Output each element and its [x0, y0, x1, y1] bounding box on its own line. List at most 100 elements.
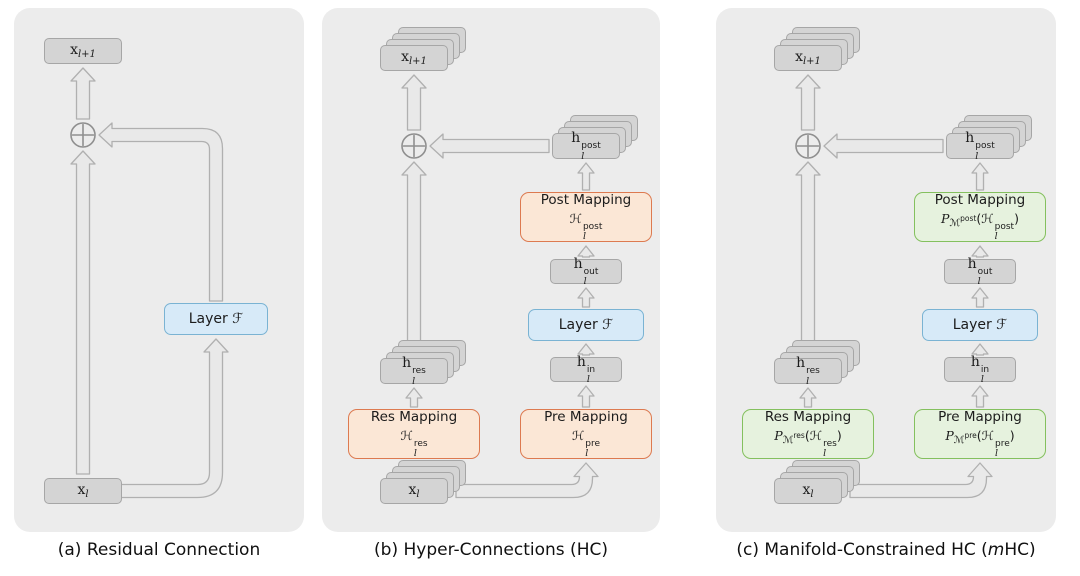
arrow-hout-to-postmap — [971, 245, 989, 258]
stack-front: xl+1 — [380, 45, 448, 71]
tensor-stack-input: xl — [380, 460, 466, 504]
arrow-input-to-premap — [849, 462, 993, 499]
label-x-next: xl+1 — [70, 42, 96, 60]
layer-label: Layer ℱ — [952, 317, 1008, 333]
layer-box: Layer ℱ — [528, 309, 644, 341]
sum-icon — [70, 122, 96, 148]
arrow-postmap-to-hpost — [971, 162, 989, 191]
arrow-sum-to-output — [70, 67, 96, 120]
tensor-stack-input: xl — [774, 460, 860, 504]
pre-mapping-title: Pre Mapping — [544, 409, 628, 426]
arrow-hin-to-layer — [971, 343, 989, 356]
arrow-input-to-layer — [119, 338, 229, 499]
arrow-identity-path — [70, 150, 96, 475]
stack-front: xl+1 — [774, 45, 842, 71]
caption-b: (b) Hyper-Connections (HC) — [322, 540, 660, 560]
arrow-sum-to-output — [795, 74, 821, 131]
arrow-hout-to-postmap — [577, 245, 595, 258]
node-output: xl+1 — [44, 38, 122, 64]
tensor-stack-output: xl+1 — [380, 27, 466, 71]
arrow-resmap-to-hres — [799, 387, 817, 408]
arrow-post-to-sum — [429, 133, 550, 159]
caption-c-suffix: HC) — [1004, 540, 1036, 560]
caption-c-emph: m — [987, 540, 1005, 560]
arrow-res-to-sum — [795, 161, 821, 355]
label-x-in: xl — [408, 482, 420, 500]
layer-box: Layer ℱ — [164, 303, 268, 335]
arrow-hin-to-layer — [577, 343, 595, 356]
pre-mapping-title: Pre Mapping — [938, 409, 1022, 426]
layer-label: Layer ℱ — [558, 317, 614, 333]
stack-front: xl — [380, 478, 448, 504]
arrow-sum-to-output — [401, 74, 427, 131]
arrows-layer-b — [401, 74, 599, 499]
arrow-premap-to-hin — [971, 385, 989, 408]
arrow-post-to-sum — [823, 133, 944, 159]
caption-b-text: (b) Hyper-Connections (HC) — [374, 540, 608, 560]
sum-icon — [401, 133, 427, 159]
arrow-layer-to-hout — [577, 287, 595, 308]
post-mapping-title: Post Mapping — [934, 192, 1026, 209]
arrow-res-to-sum — [401, 161, 427, 355]
arrow-layer-to-sum — [98, 122, 224, 302]
sum-icon — [795, 133, 821, 159]
node-input: xl — [44, 478, 122, 504]
arrow-layer-to-hout — [971, 287, 989, 308]
panel-residual-connection: xl+1 Layer ℱ xl — [14, 8, 304, 532]
label-x-in: xl — [802, 482, 814, 500]
post-mapping-title: Post Mapping — [540, 192, 632, 209]
label-x-next: xl+1 — [401, 49, 427, 67]
tensor-stack-output: xl+1 — [774, 27, 860, 71]
arrow-postmap-to-hpost — [577, 162, 595, 191]
res-mapping-title: Res Mapping — [370, 409, 458, 426]
caption-c-text: (c) Manifold-Constrained HC ( — [736, 540, 988, 560]
caption-a: (a) Residual Connection — [14, 540, 304, 560]
layer-box: Layer ℱ — [922, 309, 1038, 341]
layer-label: Layer ℱ — [188, 311, 244, 327]
caption-c: (c) Manifold-Constrained HC (mHC) — [716, 540, 1056, 560]
arrow-premap-to-hin — [577, 385, 595, 408]
label-x-next: xl+1 — [795, 49, 821, 67]
stack-front: xl — [774, 478, 842, 504]
arrow-input-to-premap — [455, 462, 599, 499]
res-mapping-title: Res Mapping — [764, 409, 852, 426]
arrow-resmap-to-hres — [405, 387, 423, 408]
caption-a-text: (a) Residual Connection — [57, 540, 261, 560]
arrows-layer-a — [70, 67, 229, 499]
